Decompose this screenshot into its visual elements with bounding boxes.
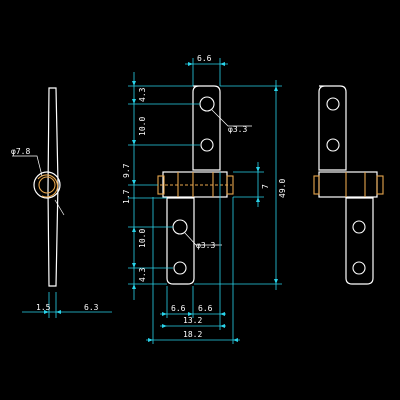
pin-leader <box>12 155 43 177</box>
hole-bottom-leader <box>184 232 222 246</box>
left-arrow-3 <box>132 140 136 145</box>
leaf-arrow-1 <box>162 312 167 316</box>
leaf-left-label: 6.6 <box>171 304 186 313</box>
right-view <box>313 85 384 285</box>
to-center-top-label: 9.7 <box>122 163 131 178</box>
open-width-arrow-1 <box>162 324 167 328</box>
bottom-leaf-hole-1 <box>172 219 188 235</box>
hole-top-leader <box>211 109 252 127</box>
right-view-hole-1 <box>326 97 340 111</box>
bottom-leaf-hole-2 <box>173 261 187 275</box>
side-thickness-label: 1.5 <box>36 303 51 312</box>
bottom-margin-label: 4.3 <box>138 267 147 282</box>
overall-length-label: 49.0 <box>278 179 287 198</box>
leaf-arrow-3 <box>220 312 225 316</box>
overall-width-arrow-2 <box>233 338 238 342</box>
leaf-right-label: 6.6 <box>198 304 213 313</box>
pin-diameter-label: φ7.8 <box>11 147 30 156</box>
overall-width-label: 18.2 <box>183 330 202 339</box>
top-width-arrow-2 <box>220 62 225 66</box>
right-view-bottom-leaf <box>345 197 374 285</box>
left-arrow-2 <box>132 99 136 104</box>
knuckle-arrow-2 <box>256 197 260 202</box>
plate-width-label: 6.6 <box>197 54 212 63</box>
left-arrow-7 <box>132 284 136 289</box>
right-view-knuckle-left <box>313 175 320 195</box>
right-view-knuckle-right <box>376 175 384 195</box>
knuckle-gap-label: 1.7 <box>122 189 131 204</box>
left-arrow-5 <box>132 227 136 232</box>
side-offset-label: 6.3 <box>84 303 99 312</box>
overall-arrow-1 <box>274 86 278 91</box>
overall-arrow-2 <box>274 279 278 284</box>
side-view-knuckle-outer <box>33 171 61 199</box>
left-arrow-6 <box>132 263 136 268</box>
top-leaf <box>192 85 221 171</box>
top-leaf-hole-2 <box>200 138 214 152</box>
hole-pitch-bottom-label: 10.0 <box>138 229 147 248</box>
top-leaf-hole-1 <box>199 96 215 112</box>
side-view-knuckle-arc <box>37 174 59 198</box>
side-view-plate <box>47 87 59 287</box>
right-view-hole-2 <box>326 138 340 152</box>
left-arrow-4 <box>132 180 136 185</box>
hole-dia-top-label: φ3.3 <box>228 125 247 134</box>
right-view-knuckle-band <box>318 171 378 198</box>
side-view: φ7.8 1.5 6.3 <box>11 87 112 318</box>
side-leader <box>54 199 65 216</box>
left-arrow-1 <box>132 81 136 86</box>
side-arrow-2 <box>56 310 61 314</box>
front-view: 6.6 4.3 10.0 9.7 1.7 10.0 4.3 49.0 <box>122 54 287 344</box>
top-margin-label: 4.3 <box>138 87 147 102</box>
open-width-label: 13.2 <box>183 316 202 325</box>
right-view-hole-4 <box>352 261 366 275</box>
hole-dia-bottom-label: φ3.3 <box>196 241 215 250</box>
knuckle-arrow-1 <box>256 167 260 172</box>
top-width-arrow-1 <box>188 62 193 66</box>
leaf-arrow-2 <box>188 312 193 316</box>
side-view-knuckle-inner <box>38 176 56 194</box>
hole-pitch-top-label: 10.0 <box>138 117 147 136</box>
knuckle-height-label: 7 <box>261 184 270 189</box>
right-view-hole-3 <box>352 220 366 234</box>
right-view-top-leaf <box>318 85 347 171</box>
side-arrow-1 <box>44 310 49 314</box>
overall-width-arrow-1 <box>148 338 153 342</box>
bottom-leaf <box>166 197 195 285</box>
open-width-arrow-2 <box>220 324 225 328</box>
